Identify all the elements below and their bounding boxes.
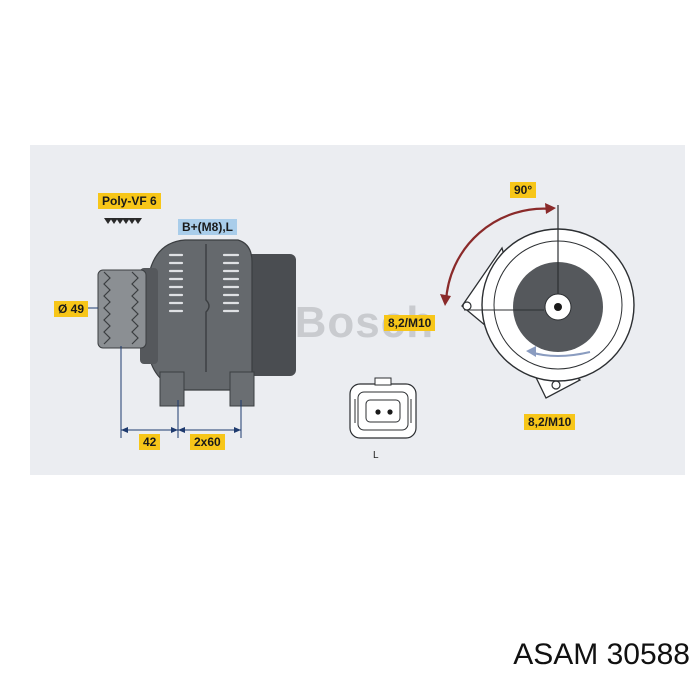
dimension-2x60-label: 2x60	[190, 434, 225, 450]
terminal-label: B+(M8),L	[178, 219, 237, 235]
mount-hole-left	[462, 301, 472, 311]
mount-foot-rear	[229, 371, 255, 407]
dimension-42-label: 42	[139, 434, 161, 450]
angle-label: 90°	[510, 182, 537, 198]
dimension-lines	[78, 307, 242, 438]
connector-label: L	[373, 450, 379, 461]
arc-arrowhead-top	[545, 203, 556, 214]
mount-bottom-label: 8,2/M10	[524, 414, 576, 430]
pulley-label: Poly-VF 6	[98, 193, 161, 209]
arc-arrowhead-left	[440, 294, 451, 306]
angle-arc	[444, 207, 553, 303]
alternator-front-view	[440, 203, 635, 399]
mount-foot-front	[159, 371, 185, 407]
part-caption: ASAM 30588	[513, 638, 690, 671]
rotation-arrowhead	[526, 346, 536, 357]
alternator-side-view	[78, 218, 296, 438]
mount-top-label: 8,2/M10	[384, 315, 436, 331]
connector-l	[349, 377, 417, 439]
shaft-center	[554, 303, 562, 311]
pulley-grooves	[103, 271, 139, 345]
poly-v-belt-icon	[104, 218, 142, 224]
diameter-label: Ø 49	[54, 301, 89, 317]
mount-hole-bottom	[551, 380, 561, 390]
dimension-arrowheads	[121, 427, 241, 433]
body-seam	[205, 244, 210, 372]
vent-ribs	[168, 253, 240, 313]
